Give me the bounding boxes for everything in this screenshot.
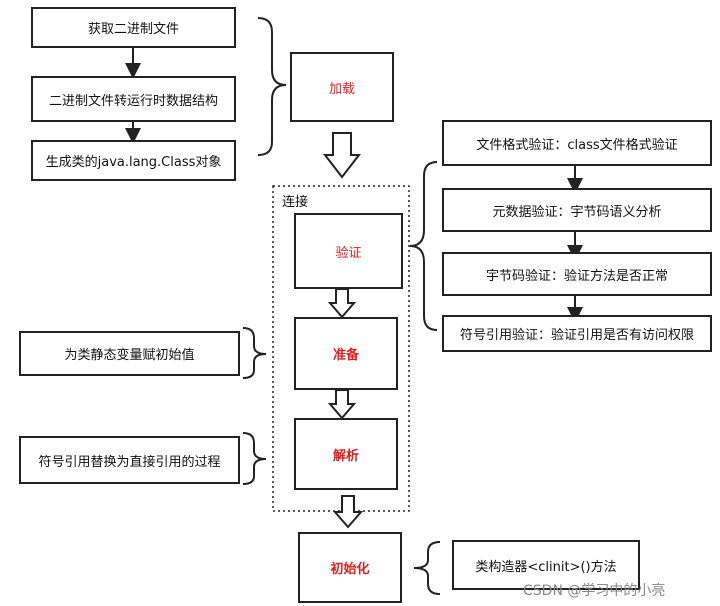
stage-verify: 验证 [294, 213, 403, 289]
watermark: CSDN @学习中的小亮 [523, 583, 666, 599]
brace-resolve [242, 432, 267, 485]
brace-load [257, 17, 287, 156]
stage-prepare: 准备 [294, 317, 398, 390]
init-note: 类构造器<clinit>()方法 [452, 540, 640, 590]
verify-step-3: 宇节码验证：验证方法是否正常 [442, 252, 712, 296]
load-step-1: 获取二进制文件 [31, 7, 236, 48]
hollow-arrow-link-init [332, 495, 364, 529]
stage-resolve: 解析 [294, 418, 398, 490]
brace-prepare [242, 327, 267, 379]
hollow-arrow-verify-prepare [327, 288, 357, 319]
prepare-note: 为类静态变量赋初始值 [19, 331, 240, 376]
resolve-note: 符号引用替换为直接引用的过程 [19, 436, 240, 484]
hollow-arrow-load-link [322, 132, 362, 179]
load-step-2: 二进制文件转运行时数据结构 [31, 76, 236, 122]
brace-verify [409, 161, 438, 331]
verify-step-2: 元数据验证：宇节码语义分析 [442, 188, 712, 232]
verify-step-1: 文件格式验证：class文件格式验证 [442, 120, 712, 166]
stage-load: 加载 [290, 52, 394, 122]
verify-step-4: 符号引用验证：验证引用是否有访问权限 [442, 315, 712, 352]
stage-init: 初始化 [298, 532, 402, 603]
load-step-3: 生成类的java.lang.Class对象 [31, 140, 236, 181]
hollow-arrow-prepare-resolve [327, 389, 357, 420]
link-group-label: 连接 [282, 195, 309, 210]
brace-init [413, 541, 441, 595]
